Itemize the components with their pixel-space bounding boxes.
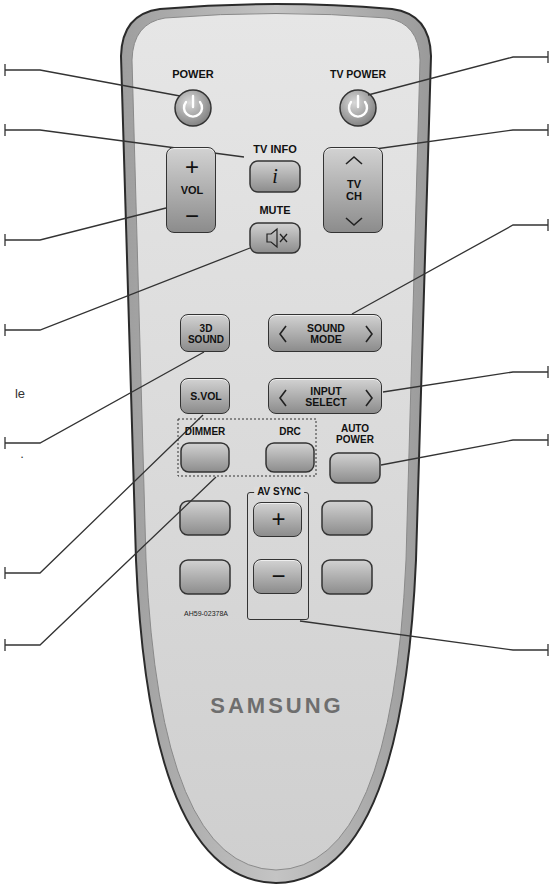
button-label: VOL — [181, 185, 204, 197]
cropped-text: . — [20, 446, 24, 461]
mute-button: MUTE — [245, 201, 305, 254]
button-label: TV INFO — [253, 144, 296, 156]
button-label: − — [271, 563, 285, 588]
button-label: POWER — [172, 69, 214, 81]
button-label: i — [272, 166, 278, 187]
3d-sound-button: 3D SOUND — [180, 314, 230, 352]
button-label: + — [271, 506, 285, 531]
channel-rocker: TV CH — [323, 147, 383, 233]
button-label: DRC — [279, 427, 301, 438]
drc-button: DRC — [265, 423, 315, 473]
tv-power-button: TV POWER — [318, 66, 398, 128]
model-number: AH59-02378A — [184, 610, 228, 617]
button-label: INPUT SELECT — [300, 386, 352, 408]
av-sync-plus-button: + — [253, 502, 302, 537]
sound-mode-button: SOUND MODE — [268, 314, 382, 352]
s-vol-button: S.VOL — [180, 378, 230, 414]
brand-logo: SAMSUNG — [210, 693, 343, 719]
input-select-button: INPUT SELECT — [268, 378, 382, 414]
dimmer-button: DIMMER — [180, 423, 230, 473]
button-label: TV CH — [341, 179, 367, 202]
button-label: S.VOL — [190, 391, 222, 402]
button-label: SOUND MODE — [300, 323, 352, 345]
tv-info-button: TV INFO i — [240, 139, 310, 194]
button-label: 3D SOUND — [186, 324, 226, 345]
cropped-text: le — [15, 386, 25, 401]
button-label: − — [185, 203, 199, 228]
av-sync-minus-button: − — [253, 559, 302, 594]
volume-rocker: + VOL − — [166, 147, 216, 233]
auto-power-button: AUTO POWER — [326, 420, 384, 484]
power-button: POWER — [160, 66, 226, 128]
button-label: + — [185, 154, 199, 179]
button-label: DIMMER — [185, 427, 226, 438]
button-label: AUTO POWER — [333, 424, 377, 445]
av-sync-group: AV SYNC+− — [247, 492, 309, 620]
button-label: AV SYNC — [254, 487, 304, 498]
button-label: TV POWER — [330, 69, 386, 80]
button-label: MUTE — [259, 205, 290, 217]
